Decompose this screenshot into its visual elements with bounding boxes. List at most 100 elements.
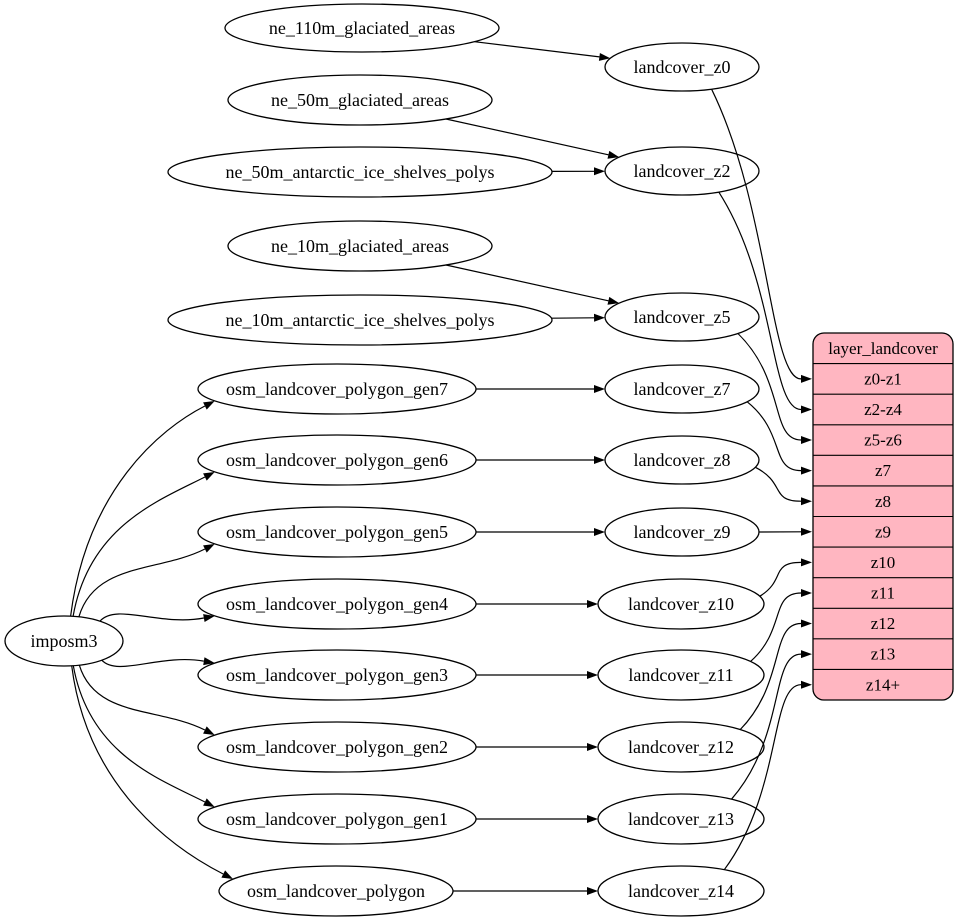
arrowhead bbox=[203, 798, 215, 807]
arrowhead bbox=[607, 296, 620, 305]
arrowhead bbox=[587, 815, 598, 823]
edge-imposm3--osm-landcover-polygon-gen7 bbox=[70, 401, 215, 617]
table-layer-landcover: layer_landcoverz0-z1z2-z4z5-z6z7z8z9z10z… bbox=[812, 332, 954, 701]
node-ellipse bbox=[167, 146, 553, 198]
node-ne-50m-glaciated-areas: ne_50m_glaciated_areas bbox=[227, 74, 493, 126]
node-osm-landcover-polygon-gen6: osm_landcover_polygon_gen6 bbox=[197, 434, 477, 486]
node-landcover-z11: landcover_z11 bbox=[597, 649, 765, 701]
arrowhead bbox=[801, 589, 812, 597]
arrowhead bbox=[594, 456, 605, 464]
table-row-label-z5-z6: z5-z6 bbox=[864, 431, 902, 450]
node-label-landcover-z11: landcover_z11 bbox=[628, 665, 733, 685]
edge-imposm3--osm-landcover-polygon-gen6 bbox=[72, 472, 215, 617]
arrowhead bbox=[203, 401, 215, 410]
node-landcover-z13: landcover_z13 bbox=[597, 793, 765, 845]
arrowhead bbox=[587, 887, 598, 895]
edge-landcover-z8--row-z8 bbox=[755, 466, 812, 506]
node-label-landcover-z14: landcover_z14 bbox=[628, 881, 734, 901]
node-label-ne-50m-glaciated-areas: ne_50m_glaciated_areas bbox=[271, 90, 449, 110]
edge-landcover-z7--row-z7 bbox=[746, 401, 812, 475]
node-ne-110m-glaciated-areas: ne_110m_glaciated_areas bbox=[224, 3, 500, 53]
table-row-label-z7: z7 bbox=[875, 461, 892, 480]
node-label-osm-landcover-polygon-gen6: osm_landcover_polygon_gen6 bbox=[226, 450, 448, 470]
edge-imposm3--osm-landcover-polygon-gen4 bbox=[99, 613, 215, 622]
edge-landcover-z13--row-z13 bbox=[731, 650, 812, 800]
edge-ne-10m-antarctic-ice-shelves-polys--landcover-z5 bbox=[551, 313, 605, 322]
node-label-ne-110m-glaciated-areas: ne_110m_glaciated_areas bbox=[269, 18, 455, 38]
edge-osm-landcover-polygon--landcover-z14 bbox=[453, 887, 598, 895]
arrowhead bbox=[801, 374, 812, 383]
node-osm-landcover-polygon-gen3: osm_landcover_polygon_gen3 bbox=[197, 649, 477, 701]
arrowhead bbox=[203, 472, 215, 481]
edge-imposm3--osm-landcover-polygon-gen3 bbox=[101, 657, 215, 668]
edge-ne-50m-antarctic-ice-shelves-polys--landcover-z2 bbox=[551, 167, 605, 176]
edge-imposm3--osm-landcover-polygon-gen2 bbox=[78, 664, 215, 735]
edge-landcover-z9--row-z9 bbox=[758, 527, 812, 536]
arrowhead bbox=[801, 680, 812, 689]
node-label-landcover-z5: landcover_z5 bbox=[634, 307, 731, 327]
edge-landcover-z5--row-z5-z6 bbox=[737, 333, 812, 444]
arrowhead bbox=[801, 405, 812, 414]
arrowhead bbox=[203, 726, 215, 735]
node-landcover-z12: landcover_z12 bbox=[597, 721, 765, 773]
edge-imposm3--osm-landcover-polygon bbox=[71, 665, 233, 879]
node-label-osm-landcover-polygon-gen7: osm_landcover_polygon_gen7 bbox=[226, 379, 448, 399]
table-row-label-z2-z4: z2-z4 bbox=[864, 400, 902, 419]
node-osm-landcover-polygon-gen2: osm_landcover_polygon_gen2 bbox=[197, 721, 477, 773]
table-title: layer_landcover bbox=[828, 339, 938, 358]
edge-osm-landcover-polygon-gen6--landcover-z8 bbox=[476, 456, 605, 464]
edge-ne-110m-glaciated-areas--landcover-z0 bbox=[474, 41, 611, 61]
node-label-ne-10m-antarctic-ice-shelves-polys: ne_10m_antarctic_ice_shelves_polys bbox=[226, 310, 495, 330]
node-ellipse bbox=[224, 3, 500, 53]
node-imposm3: imposm3 bbox=[4, 615, 124, 667]
arrowhead bbox=[801, 466, 812, 475]
node-label-osm-landcover-polygon-gen3: osm_landcover_polygon_gen3 bbox=[226, 665, 448, 685]
edge-osm-landcover-polygon-gen1--landcover-z13 bbox=[476, 815, 598, 823]
node-landcover-z0: landcover_z0 bbox=[604, 42, 760, 92]
node-label-landcover-z0: landcover_z0 bbox=[634, 57, 731, 77]
node-label-landcover-z12: landcover_z12 bbox=[628, 737, 734, 757]
node-landcover-z14: landcover_z14 bbox=[597, 865, 765, 917]
arrowhead bbox=[598, 53, 611, 61]
node-osm-landcover-polygon-gen7: osm_landcover_polygon_gen7 bbox=[197, 363, 477, 415]
edge-imposm3--osm-landcover-polygon-gen5 bbox=[78, 544, 215, 617]
arrowhead bbox=[203, 657, 215, 666]
arrowhead bbox=[587, 743, 598, 751]
node-label-landcover-z8: landcover_z8 bbox=[634, 450, 731, 470]
arrowhead bbox=[801, 650, 812, 659]
node-landcover-z5: landcover_z5 bbox=[604, 292, 760, 342]
arrowhead bbox=[221, 870, 233, 879]
table-row-label-z9: z9 bbox=[875, 522, 891, 541]
table-row-label-z8: z8 bbox=[875, 492, 891, 511]
node-label-landcover-z7: landcover_z7 bbox=[634, 379, 731, 399]
edge-osm-landcover-polygon-gen2--landcover-z12 bbox=[476, 743, 598, 751]
node-osm-landcover-polygon-gen1: osm_landcover_polygon_gen1 bbox=[197, 793, 477, 845]
table-row-label-z12: z12 bbox=[871, 614, 896, 633]
edge-osm-landcover-polygon-gen5--landcover-z9 bbox=[476, 528, 605, 536]
edge-landcover-z10--row-z10 bbox=[759, 558, 812, 597]
node-ellipse bbox=[4, 615, 124, 667]
node-label-landcover-z2: landcover_z2 bbox=[634, 161, 731, 181]
edge-landcover-z2--row-z2-z4 bbox=[718, 191, 812, 414]
node-landcover-z8: landcover_z8 bbox=[604, 435, 760, 485]
edge-osm-landcover-polygon-gen7--landcover-z7 bbox=[476, 385, 605, 393]
node-osm-landcover-polygon: osm_landcover_polygon bbox=[218, 865, 454, 917]
node-label-ne-10m-glaciated-areas: ne_10m_glaciated_areas bbox=[271, 236, 449, 256]
node-ellipse bbox=[604, 146, 760, 196]
table-row-label-z13: z13 bbox=[871, 645, 896, 664]
edge-imposm3--osm-landcover-polygon-gen1 bbox=[72, 665, 215, 807]
edge-landcover-z12--row-z12 bbox=[739, 619, 812, 730]
node-ne-50m-antarctic-ice-shelves-polys: ne_50m_antarctic_ice_shelves_polys bbox=[167, 146, 553, 198]
arrowhead bbox=[801, 436, 812, 444]
node-ellipse bbox=[604, 42, 760, 92]
node-landcover-z2: landcover_z2 bbox=[604, 146, 760, 196]
edge-ne-50m-glaciated-areas--landcover-z2 bbox=[445, 118, 620, 159]
arrowhead bbox=[203, 614, 215, 622]
table-row-label-z10: z10 bbox=[871, 553, 896, 572]
node-landcover-z7: landcover_z7 bbox=[604, 364, 760, 414]
node-label-landcover-z9: landcover_z9 bbox=[634, 522, 731, 542]
node-label-osm-landcover-polygon-gen4: osm_landcover_polygon_gen4 bbox=[226, 594, 448, 614]
node-ne-10m-glaciated-areas: ne_10m_glaciated_areas bbox=[227, 220, 493, 272]
